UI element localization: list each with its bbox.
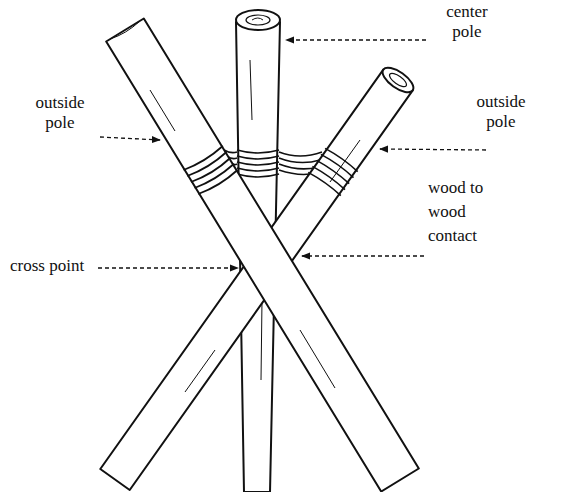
part-label: outside pole bbox=[22, 93, 98, 134]
leader-line bbox=[100, 137, 160, 140]
label-holder: center pole bbox=[430, 2, 504, 43]
part-label: center pole bbox=[430, 2, 504, 43]
leader-line bbox=[302, 255, 424, 256]
outside-pole bbox=[106, 19, 419, 492]
leader-line bbox=[98, 267, 238, 268]
label-holder: outside pole bbox=[22, 93, 98, 134]
part-label: wood to wood contact bbox=[428, 176, 508, 247]
leader-line bbox=[380, 149, 486, 150]
part-label: cross point bbox=[10, 256, 84, 276]
leader-line bbox=[286, 39, 426, 40]
label-holder: outside pole bbox=[460, 92, 542, 133]
part-label: outside pole bbox=[460, 92, 542, 133]
label-holder: wood to wood contact bbox=[428, 176, 508, 247]
label-holder: cross point bbox=[10, 256, 84, 276]
